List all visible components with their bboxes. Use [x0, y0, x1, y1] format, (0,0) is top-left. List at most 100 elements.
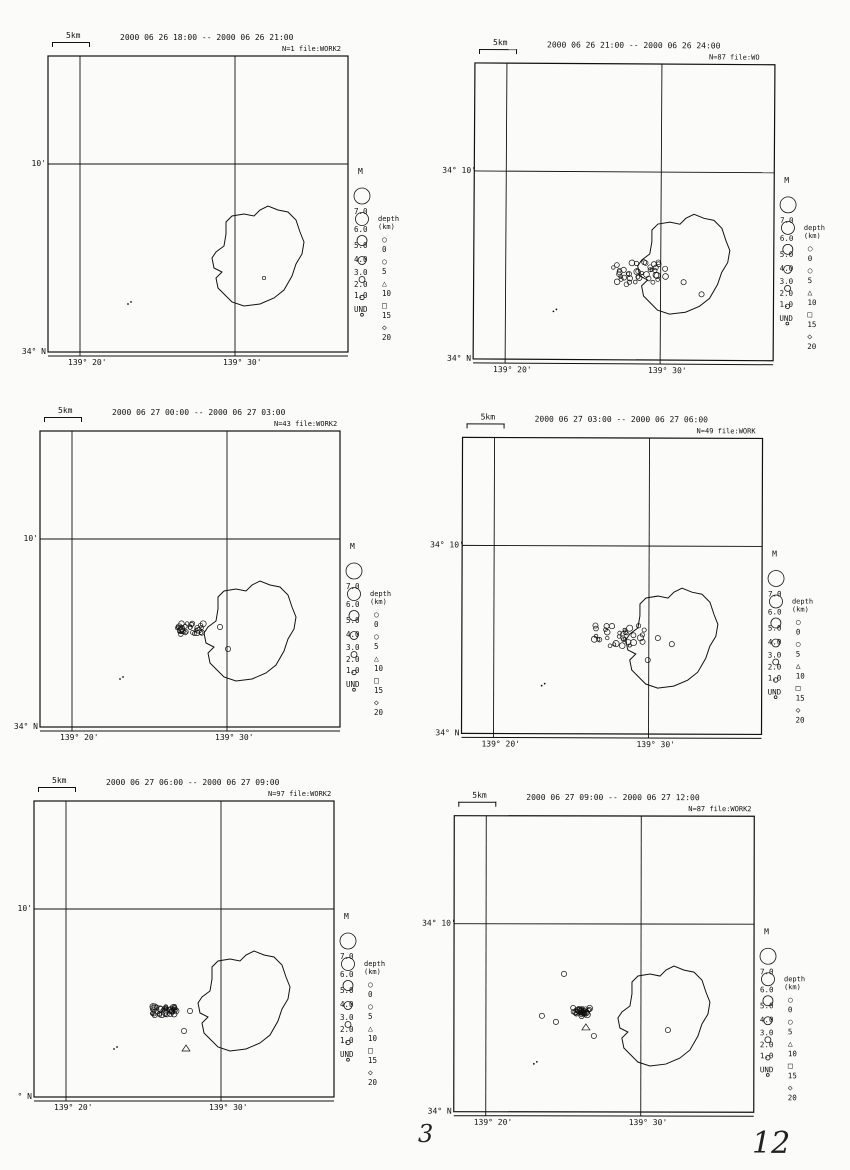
legend-depth-value: 20 [807, 341, 817, 352]
epicenter-marker [570, 1005, 576, 1011]
meridian-139-20 [493, 437, 495, 738]
legend-depth-symbol: ○ [368, 1002, 373, 1011]
epicenter-marker [178, 620, 185, 627]
legend-depth-symbol: △ [374, 654, 379, 663]
legend-depth-symbol: □ [807, 309, 813, 319]
islet-dot [532, 1062, 535, 1065]
legend-depth-header: depth [783, 975, 806, 984]
epicenter-marker [150, 1011, 155, 1016]
legend-magnitude-symbol [341, 957, 355, 971]
legend-depth-value: 0 [807, 253, 813, 263]
legend-magnitude-value: 5.0 [779, 249, 794, 259]
legend-magnitude-header: M [344, 912, 349, 921]
legend-magnitude-value: 2.0 [767, 662, 782, 672]
map-frame [47, 55, 349, 353]
epicenter-marker [575, 1006, 583, 1014]
latitude-label-top: 10' [31, 159, 46, 168]
legend-depth-value: 15 [807, 319, 817, 330]
legend-depth-symbol: ○ [382, 257, 387, 266]
event-count-file-label: N=43 file:WORK2 [274, 420, 338, 428]
scale-bar [38, 787, 76, 792]
miyakejima-island-outline [211, 205, 305, 307]
epicenter-marker [624, 631, 629, 636]
event-count-file-label: N=1 file:WORK2 [282, 45, 342, 53]
legend-magnitude-symbol [348, 610, 360, 621]
epicenter-marker [654, 635, 661, 642]
legend-magnitude-symbol [784, 303, 791, 309]
epicenter-marker [149, 1003, 157, 1011]
longitude-label-139-30: 139° 30' [628, 1117, 668, 1128]
epicenter-marker [151, 1003, 158, 1010]
legend-magnitude-symbol [772, 658, 780, 666]
longitude-label-139-20: 139° 20' [481, 739, 521, 749]
legend-magnitude-symbol [347, 587, 361, 601]
legend-undetermined: UND [759, 1065, 774, 1075]
legend-depth-symbol: □ [787, 1061, 793, 1071]
epicenter-marker [151, 1006, 156, 1012]
legend-depth-value: 10 [795, 671, 805, 681]
legend-magnitude-symbol [782, 243, 794, 255]
legend-magnitude-value: 4.0 [354, 255, 368, 264]
meridian-139-30 [640, 816, 642, 1117]
legend-magnitude-value: 4.0 [759, 1015, 774, 1025]
epicenter-marker [580, 1007, 587, 1014]
scale-bar-label: 5km [66, 31, 81, 40]
legend-magnitude-symbol [357, 256, 367, 265]
epicenter-marker [156, 1011, 162, 1017]
legend-depth-value: 5 [787, 1027, 793, 1037]
legend-magnitude-symbol [355, 212, 369, 226]
longitude-label-139-20: 139° 20' [54, 1103, 93, 1112]
legend-depth-symbol: □ [382, 301, 387, 310]
map-frame [453, 815, 755, 1113]
legend-magnitude-value: 6.0 [340, 970, 354, 979]
scale-bar [44, 417, 82, 422]
epicenter-marker [650, 261, 657, 268]
epicenter-marker [166, 1009, 174, 1017]
epicenter-marker [151, 1011, 157, 1017]
map-plot [460, 436, 764, 739]
epicenter-marker [622, 627, 627, 632]
legend-magnitude-value: 3.0 [767, 650, 782, 660]
legend-depth-value: 10 [382, 289, 392, 298]
islet-dot [552, 310, 555, 313]
legend-magnitude-value: 4.0 [767, 637, 782, 647]
legend-depth-value: 5 [374, 642, 379, 651]
epicenter-marker [662, 273, 669, 280]
epicenter-marker [628, 259, 636, 267]
legend-depth-value: 20 [368, 1078, 378, 1087]
legend-magnitude-symbol [351, 669, 357, 676]
legend-depth-symbol: △ [795, 661, 801, 671]
epicenter-marker [655, 261, 662, 268]
legend-magnitude-header: M [358, 167, 363, 176]
epicenter-marker [188, 625, 193, 630]
legend-magnitude-value: 1.0 [779, 299, 794, 309]
epicenter-marker [618, 276, 624, 282]
legend-magnitude-header: M [772, 549, 777, 559]
epicenter-marker [261, 275, 267, 281]
epicenter-marker-triangle [581, 1023, 591, 1031]
latitude-label-top: 34° 10' [442, 165, 477, 175]
legend-depth-symbol: ○ [368, 980, 373, 989]
epicenter-marker [647, 267, 653, 273]
latitude-label-bottom: 34° N [435, 728, 460, 738]
legend-magnitude-value: 6.0 [779, 233, 794, 243]
legend-depth-value: 20 [787, 1093, 797, 1103]
legend-depth-unit: (km) [370, 598, 387, 606]
legend-depth-symbol: ◇ [374, 698, 379, 707]
legend-depth-symbol: ○ [787, 1017, 793, 1027]
epicenter-marker [590, 1032, 597, 1039]
epicenter-marker [620, 635, 626, 641]
legend-magnitude-header: M [350, 542, 355, 551]
epicenter-marker [632, 279, 638, 285]
longitude-label-139-20: 139° 20' [493, 365, 532, 375]
islet-dot [543, 682, 546, 685]
legend-depth-unit: (km) [791, 605, 809, 614]
legend-magnitude-value: 2.0 [346, 655, 360, 664]
epicenter-marker [583, 1011, 591, 1019]
legend-depth-symbol: □ [795, 683, 801, 693]
legend-depth-symbol: △ [382, 279, 387, 288]
